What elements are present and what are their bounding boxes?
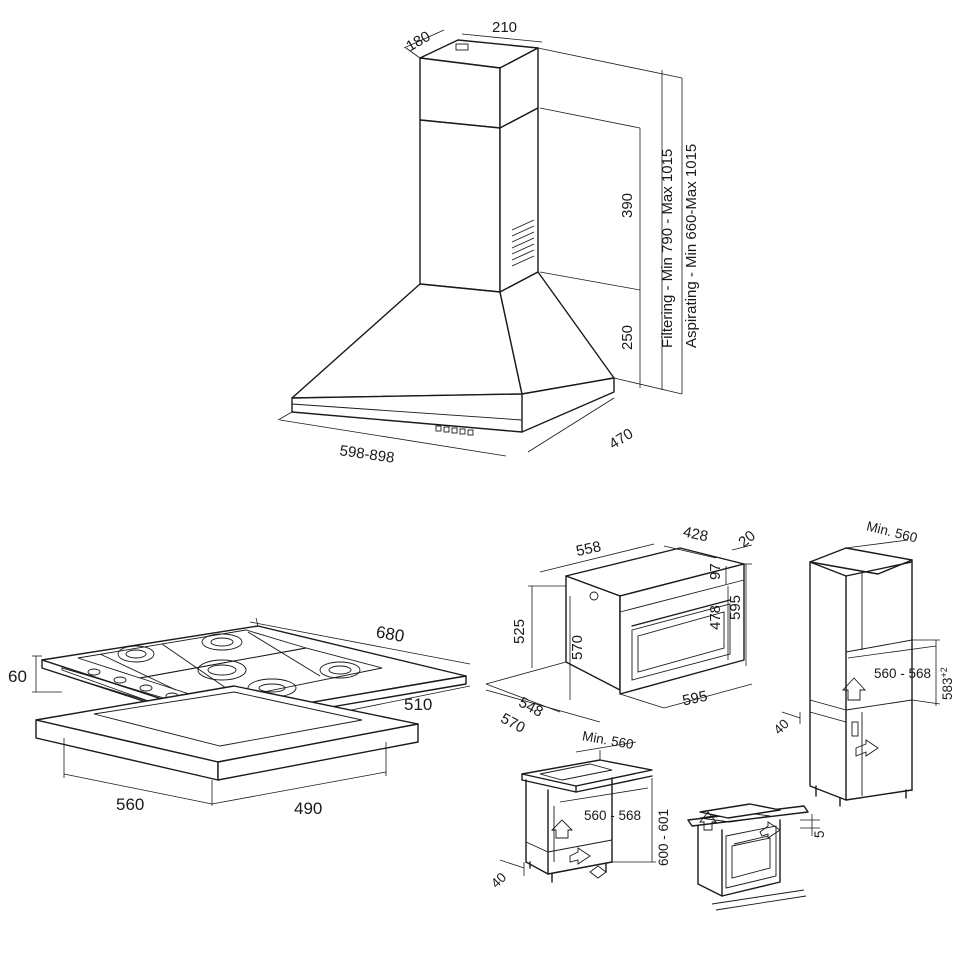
column-installation: Min. 560 560 - 568 583+2 40 xyxy=(771,518,955,807)
dim-undercounter-niche-height: 600 - 601 xyxy=(656,809,671,866)
dim-hob-width: 680 xyxy=(375,622,406,646)
dim-oven-front-width: 595 xyxy=(681,688,709,710)
dim-oven-width: 558 xyxy=(575,538,603,560)
dim-undercounter-niche-width: 560 - 568 xyxy=(584,808,641,823)
dim-oven-depth: 428 xyxy=(682,524,710,546)
gas-hob: 60 680 510 560 490 xyxy=(8,617,471,818)
dim-hood-chimney-width: 210 xyxy=(492,19,517,36)
cooker-hood: 180 210 390 250 Filtering - Min 790 - Ma… xyxy=(277,19,700,467)
dim-oven-body-height: 525 xyxy=(511,619,528,644)
dim-hood-filtering-range: Filtering - Min 790 - Max 1015 xyxy=(659,149,676,348)
hob-clearance-detail: 5 xyxy=(687,803,827,911)
dim-column-vent-gap: 40 xyxy=(771,716,792,737)
dim-hob-clearance-gap: 5 xyxy=(812,830,827,838)
built-in-oven: 558 428 20 97 478 595 525 570 595 548 57… xyxy=(485,524,759,737)
vent-grille xyxy=(511,219,535,267)
dim-cutout-width: 560 xyxy=(116,795,144,814)
undercounter-installation: Min. 560 560 - 568 600 - 601 40 xyxy=(488,728,671,891)
dim-hood-chimney-depth: 180 xyxy=(403,28,433,55)
dim-hood-width: 598-898 xyxy=(339,442,396,466)
dim-oven-panel-height: 97 xyxy=(707,563,724,580)
hood-control-buttons xyxy=(435,425,474,436)
dim-oven-total-height: 595 xyxy=(727,595,744,620)
hob-grates xyxy=(77,629,383,703)
dim-undercounter-min-depth: Min. 560 xyxy=(581,728,635,752)
dim-hood-upper-height: 390 xyxy=(619,193,636,218)
dim-undercounter-vent-gap: 40 xyxy=(488,870,509,891)
dim-oven-inner-height: 478 xyxy=(707,605,724,630)
dim-cutout-depth: 490 xyxy=(294,799,322,818)
dim-oven-base-depth: 570 xyxy=(498,710,528,737)
hob-cutout xyxy=(35,685,419,781)
dim-oven-niche-height: 570 xyxy=(569,635,586,660)
dim-hood-depth: 470 xyxy=(606,425,636,453)
dim-hob-height: 60 xyxy=(8,667,27,686)
dim-hood-lower-height: 250 xyxy=(619,325,636,350)
dim-column-min-depth: Min. 560 xyxy=(865,518,919,545)
dim-oven-door-thickness: 20 xyxy=(735,527,759,551)
dim-column-niche-height: 583+2 xyxy=(939,667,955,700)
dim-hob-depth: 510 xyxy=(404,695,432,714)
dim-hood-aspirating-range: Aspirating - Min 660-Max 1015 xyxy=(683,144,700,348)
dim-column-niche-width: 560 - 568 xyxy=(874,666,931,681)
